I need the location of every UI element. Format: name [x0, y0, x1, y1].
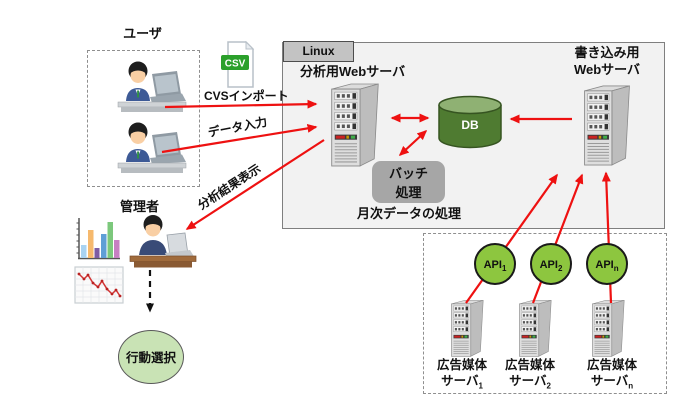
ad-label-line2: サーバ2: [490, 373, 570, 395]
analysis-server-icon: [331, 83, 379, 167]
ad-media-server-icon-n: [592, 300, 625, 357]
admin-title: 管理者: [120, 199, 160, 214]
users-title: ユーザ: [123, 26, 162, 41]
csv-icon-label: CSV: [225, 59, 246, 70]
line-chart-icon: [74, 266, 124, 304]
bar-chart-icon: [76, 218, 120, 260]
api-label-sub: n: [613, 264, 619, 274]
ad-media-server-icon-2: [519, 300, 552, 357]
db-label: DB: [461, 118, 479, 132]
ad-media-server-label-2: 広告媒体 サーバ2: [490, 357, 570, 395]
user-icon: [117, 122, 187, 174]
analysis-server-label: 分析用Webサーバ: [300, 64, 406, 79]
action-select-node: 行動選択: [118, 330, 184, 384]
write-server-label-line1: 書き込み用: [574, 45, 640, 60]
ad-label-line1: 広告媒体: [436, 358, 487, 372]
ad-label-line1: 広告媒体: [586, 358, 637, 372]
ad-label-name: サーバ: [441, 374, 479, 388]
admin-icon: [129, 214, 197, 268]
ad-media-server-icon-1: [451, 300, 484, 357]
write-server-icon: [584, 85, 630, 166]
ad-label-line1: 広告媒体: [504, 358, 555, 372]
write-server-label-line2: Webサーバ: [573, 62, 641, 77]
batch-label-line1: バッチ: [388, 166, 428, 181]
db-cylinder-icon: DB: [438, 95, 502, 149]
ad-media-server-label-n: 広告媒体 サーバn: [572, 357, 652, 395]
batch-process-box: バッチ 処理: [372, 161, 445, 203]
linux-tab-label: Linux: [283, 41, 354, 62]
monthly-process-label: 月次データの処理: [357, 206, 462, 221]
users-group-box: [87, 50, 200, 187]
api-label-sub: 2: [557, 264, 563, 274]
flow-label-csv-import: CVSインポート: [204, 89, 289, 103]
ad-label-sub: 2: [546, 381, 551, 391]
user-icon: [117, 61, 187, 113]
ad-label-name: サーバ: [509, 374, 547, 388]
csv-file-icon: CSV: [221, 41, 255, 88]
flow-label-result-display: 分析結果表示: [195, 161, 264, 213]
api-node-1: API1: [474, 243, 516, 285]
ad-label-sub: n: [628, 381, 634, 391]
ad-media-server-label-1: 広告媒体 サーバ1: [422, 357, 502, 395]
api-label: API: [539, 259, 558, 271]
ad-label-line2: サーバn: [572, 373, 652, 395]
ad-label-name: サーバ: [590, 374, 629, 388]
api-label-sub: 1: [501, 264, 507, 274]
api-label: API: [595, 259, 614, 271]
batch-label-line2: 処理: [395, 185, 422, 200]
write-server-label: 書き込み用 Webサーバ: [557, 44, 657, 78]
ad-label-line2: サーバ1: [422, 373, 502, 395]
api-label: API: [483, 259, 502, 271]
ad-label-sub: 1: [478, 381, 483, 391]
flow-label-data-input: データ入力: [206, 114, 269, 140]
api-node-2: API2: [530, 243, 572, 285]
api-node-n: APIn: [586, 243, 628, 285]
